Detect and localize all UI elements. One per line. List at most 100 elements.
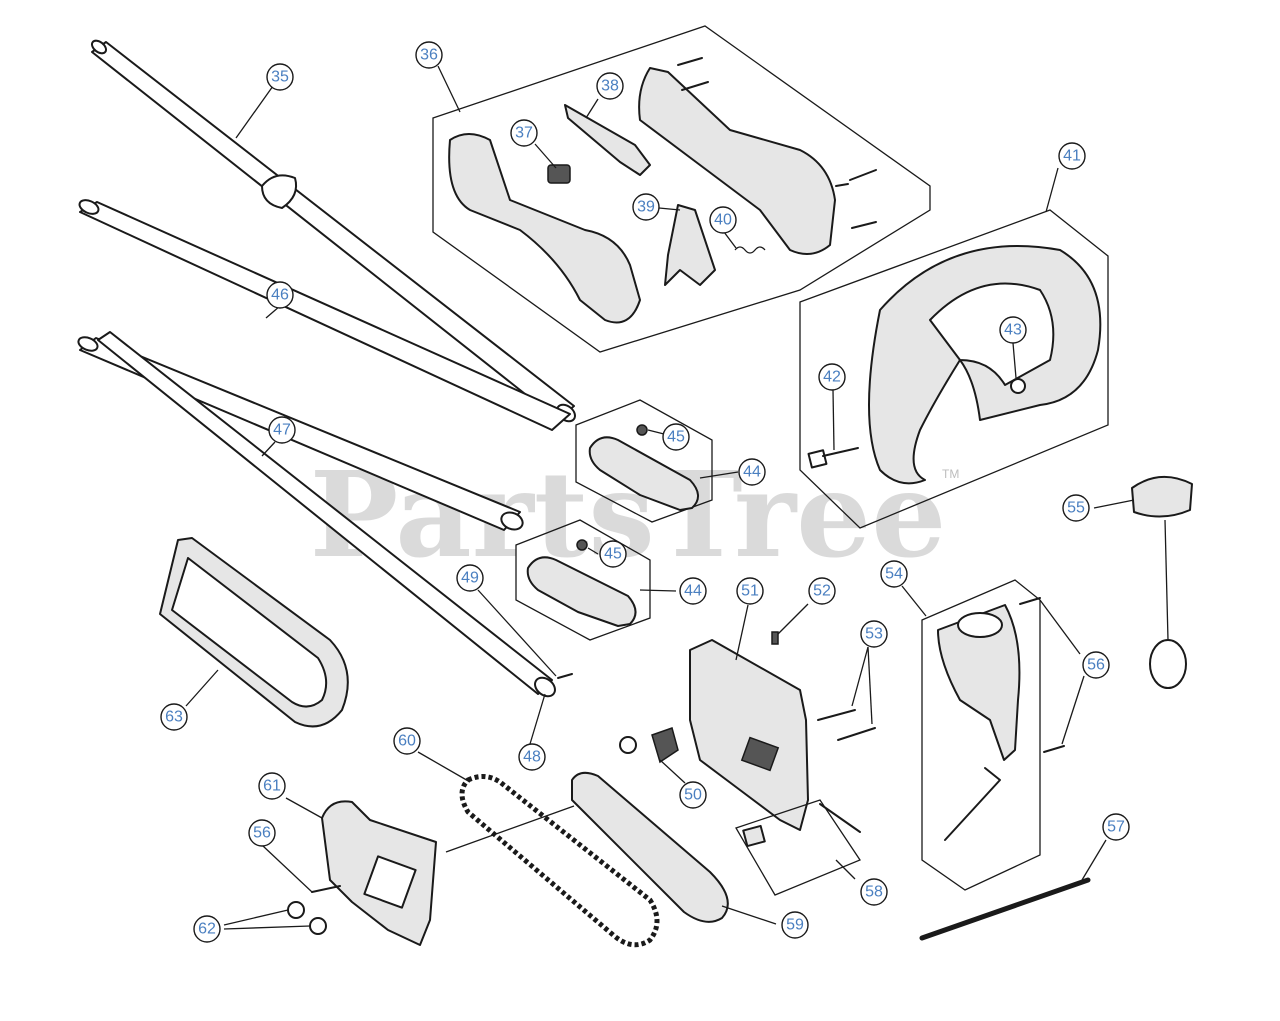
callout-53[interactable]: 53 xyxy=(860,620,888,648)
part-41-front-handle[interactable] xyxy=(868,245,1102,485)
callout-label-36: 36 xyxy=(420,47,438,64)
part-59-guide-bar[interactable] xyxy=(571,771,729,923)
callout-label-38: 38 xyxy=(601,78,619,95)
callout-47[interactable]: 47 xyxy=(268,416,296,444)
callout-44-upper[interactable]: 44 xyxy=(738,458,766,486)
callout-56-right[interactable]: 56 xyxy=(1082,651,1110,679)
part-53-bolts[interactable] xyxy=(817,709,876,741)
part-36-screws[interactable] xyxy=(677,57,877,229)
watermark-trademark: TM xyxy=(942,467,959,481)
callout-46[interactable]: 46 xyxy=(266,281,294,309)
callout-label-48: 48 xyxy=(523,749,541,766)
callout-label-49: 49 xyxy=(461,570,479,587)
part-36-handle-half[interactable] xyxy=(448,133,641,324)
part-57-rod[interactable] xyxy=(919,877,1091,941)
part-50-sprocket[interactable] xyxy=(619,727,679,764)
callout-36[interactable]: 36 xyxy=(415,41,443,69)
part-44-clamp-upper[interactable] xyxy=(588,436,699,511)
callout-label-35: 35 xyxy=(271,69,289,86)
part-44-clamp-lower[interactable] xyxy=(526,556,637,627)
part-58-tensioner[interactable] xyxy=(742,803,861,848)
callout-label-56-left: 56 xyxy=(253,825,271,842)
callout-44-lower[interactable]: 44 xyxy=(679,577,707,605)
callout-49[interactable]: 49 xyxy=(456,564,484,592)
callout-label-46: 46 xyxy=(271,287,289,304)
callout-label-56-right: 56 xyxy=(1087,657,1105,674)
group-frame-58 xyxy=(735,799,861,896)
callout-label-51: 51 xyxy=(741,583,759,600)
part-42-bolt[interactable] xyxy=(807,447,859,469)
callout-label-60: 60 xyxy=(398,733,416,750)
callout-label-40: 40 xyxy=(714,212,732,229)
callout-label-41: 41 xyxy=(1063,148,1081,165)
part-48-tube[interactable] xyxy=(97,331,559,700)
callout-label-47: 47 xyxy=(273,422,291,439)
callout-label-43: 43 xyxy=(1004,322,1022,339)
part-60-saw-chain[interactable] xyxy=(459,774,660,948)
callout-51[interactable]: 51 xyxy=(736,577,764,605)
part-62-nut-a[interactable] xyxy=(287,901,305,919)
callout-56-left[interactable]: 56 xyxy=(248,819,276,847)
callout-label-44-lower: 44 xyxy=(684,583,702,600)
part-62-nut-b[interactable] xyxy=(309,917,327,935)
callout-label-52: 52 xyxy=(813,583,831,600)
part-49-screw[interactable] xyxy=(557,673,573,679)
part-63-scabbard[interactable] xyxy=(159,537,349,728)
callout-label-57: 57 xyxy=(1107,819,1125,836)
part-54-oil-tank[interactable] xyxy=(937,604,1021,761)
part-46-middle-shaft[interactable] xyxy=(77,197,571,431)
part-39-trigger[interactable] xyxy=(664,204,716,286)
callout-42[interactable]: 42 xyxy=(818,363,846,391)
group-frame-36 xyxy=(432,25,931,353)
part-35-upper-shaft[interactable] xyxy=(90,38,579,425)
callout-63[interactable]: 63 xyxy=(160,703,188,731)
part-36-handle-half-2[interactable] xyxy=(638,67,836,255)
part-40-spring[interactable] xyxy=(734,246,766,254)
part-51-gear-housing[interactable] xyxy=(689,639,809,831)
callout-40[interactable]: 40 xyxy=(709,206,737,234)
callout-label-54: 54 xyxy=(885,566,903,583)
part-37-switch[interactable] xyxy=(547,164,571,184)
callout-label-42: 42 xyxy=(823,369,841,386)
part-56-screw-cover[interactable] xyxy=(311,885,341,893)
callout-50[interactable]: 50 xyxy=(679,781,707,809)
part-38-lock-lever[interactable] xyxy=(564,104,651,176)
callout-label-50: 50 xyxy=(684,787,702,804)
callout-label-45-lower: 45 xyxy=(604,546,622,563)
part-45-screw-upper[interactable] xyxy=(636,424,648,436)
part-54-oil-line[interactable] xyxy=(944,767,1001,841)
callout-60[interactable]: 60 xyxy=(393,727,421,755)
callout-label-63: 63 xyxy=(165,709,183,726)
callout-61[interactable]: 61 xyxy=(258,772,286,800)
callout-label-55: 55 xyxy=(1067,500,1085,517)
callout-39[interactable]: 39 xyxy=(632,193,660,221)
part-55-oil-cap[interactable] xyxy=(1131,475,1193,689)
callout-38[interactable]: 38 xyxy=(596,72,624,100)
part-61-sprocket-cover[interactable] xyxy=(321,800,437,946)
callout-label-37: 37 xyxy=(515,125,533,142)
callout-54[interactable]: 54 xyxy=(880,560,908,588)
part-56-screws[interactable] xyxy=(1019,597,1065,753)
callout-55[interactable]: 55 xyxy=(1062,494,1090,522)
callout-label-39: 39 xyxy=(637,199,655,216)
callout-35[interactable]: 35 xyxy=(266,63,294,91)
part-43-nut[interactable] xyxy=(1010,378,1026,394)
callout-37[interactable]: 37 xyxy=(510,119,538,147)
callout-57[interactable]: 57 xyxy=(1102,813,1130,841)
callout-45-upper[interactable]: 45 xyxy=(662,423,690,451)
callout-41[interactable]: 41 xyxy=(1058,142,1086,170)
group-frame-44b xyxy=(515,519,651,641)
callout-48[interactable]: 48 xyxy=(518,743,546,771)
callout-43[interactable]: 43 xyxy=(999,316,1027,344)
part-47-lower-shaft[interactable] xyxy=(76,335,525,533)
callout-62[interactable]: 62 xyxy=(193,915,221,943)
part-45-screw-lower[interactable] xyxy=(576,539,588,551)
callout-45-lower[interactable]: 45 xyxy=(599,540,627,568)
callout-label-45-upper: 45 xyxy=(667,429,685,446)
callout-label-61: 61 xyxy=(263,778,281,795)
callout-59[interactable]: 59 xyxy=(781,911,809,939)
part-52-set-screw[interactable] xyxy=(771,631,779,645)
callout-52[interactable]: 52 xyxy=(808,577,836,605)
callout-58[interactable]: 58 xyxy=(860,878,888,906)
